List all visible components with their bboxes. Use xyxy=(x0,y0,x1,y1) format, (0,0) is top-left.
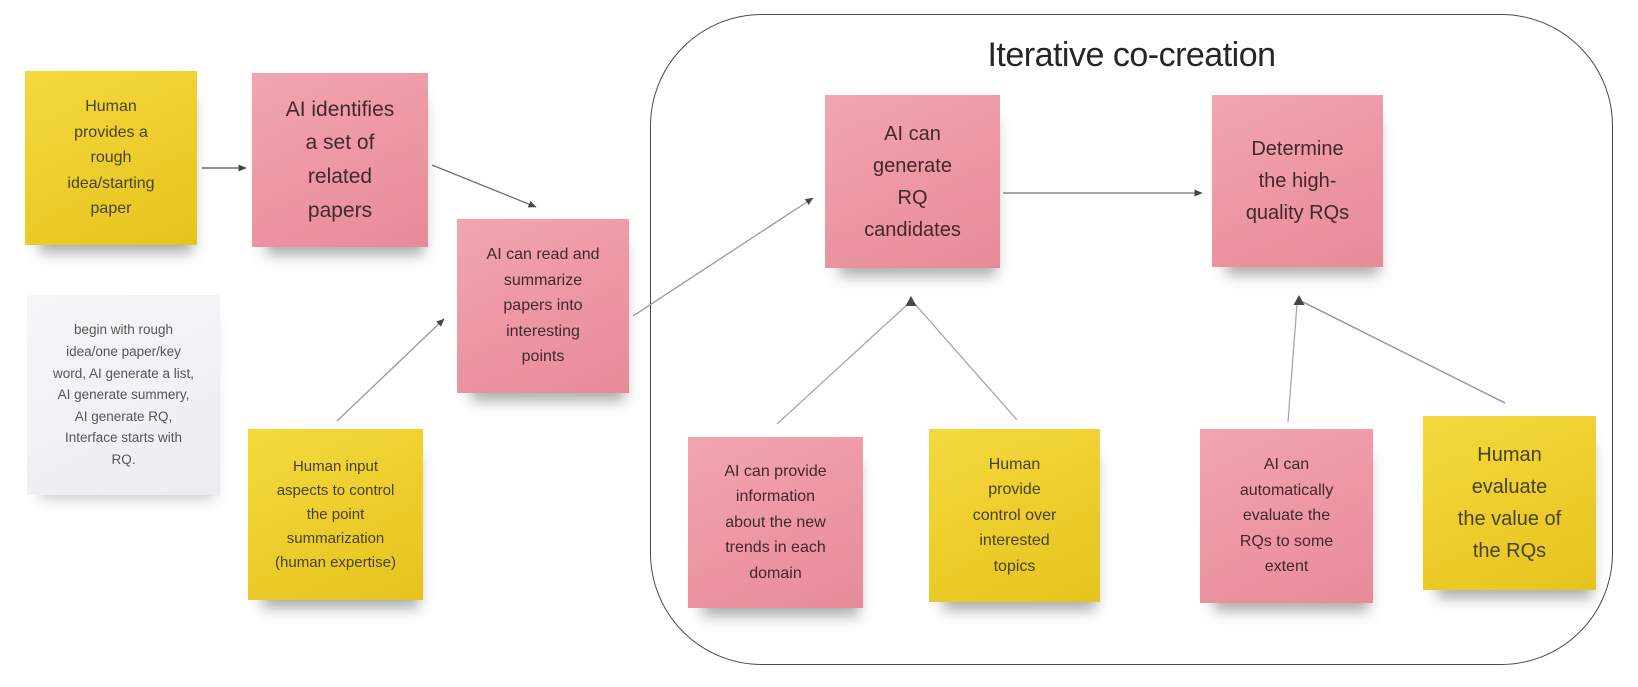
connector-identifies-to-summarize[interactable] xyxy=(431,164,537,208)
sticky-note-text: AI can provide information about the new… xyxy=(724,462,827,582)
sticky-note-human-evaluate-value[interactable]: Human evaluate the value of the RQs xyxy=(1423,416,1596,590)
sticky-note-ai-identifies-papers[interactable]: AI identifies a set of related papers xyxy=(252,73,428,247)
sticky-note-ai-read-summarize[interactable]: AI can read and summarize papers into in… xyxy=(457,219,629,393)
connector-aspects-to-summarize[interactable] xyxy=(336,318,445,422)
sticky-note-text: Human provide control over interested to… xyxy=(972,455,1057,575)
sticky-note-ai-evaluate-rqs[interactable]: AI can automatically evaluate the RQs to… xyxy=(1200,429,1373,603)
sticky-note-text: Human input aspects to control the point… xyxy=(275,457,396,571)
sticky-note-text: AI can read and summarize papers into in… xyxy=(486,246,600,366)
sticky-note-ai-provide-trends[interactable]: AI can provide information about the new… xyxy=(688,437,863,608)
sticky-note-human-control-topics[interactable]: Human provide control over interested to… xyxy=(929,429,1100,602)
sticky-note-human-input-aspects[interactable]: Human input aspects to control the point… xyxy=(248,429,423,600)
sticky-note-ai-generate-rq[interactable]: AI can generate RQ candidates xyxy=(825,95,1000,268)
sticky-note-text: AI identifies a set of related papers xyxy=(285,97,395,222)
sticky-note-process-note[interactable]: begin with rough idea/one paper/key word… xyxy=(27,295,220,495)
iterative-cocreation-frame[interactable]: Iterative co-creation xyxy=(650,14,1613,665)
frame-title: Iterative co-creation xyxy=(987,36,1276,74)
sticky-note-text: Human provides a rough idea/starting pap… xyxy=(67,98,155,218)
sticky-note-determine-quality-rqs[interactable]: Determine the high- quality RQs xyxy=(1212,95,1383,267)
sticky-note-text: begin with rough idea/one paper/key word… xyxy=(52,322,195,467)
sticky-note-text: Human evaluate the value of the RQs xyxy=(1457,444,1562,562)
sticky-note-text: Determine the high- quality RQs xyxy=(1245,138,1350,224)
sticky-note-human-rough-idea[interactable]: Human provides a rough idea/starting pap… xyxy=(25,71,197,245)
sticky-note-text: AI can automatically evaluate the RQs to… xyxy=(1239,456,1334,576)
sticky-note-text: AI can generate RQ candidates xyxy=(864,122,961,241)
